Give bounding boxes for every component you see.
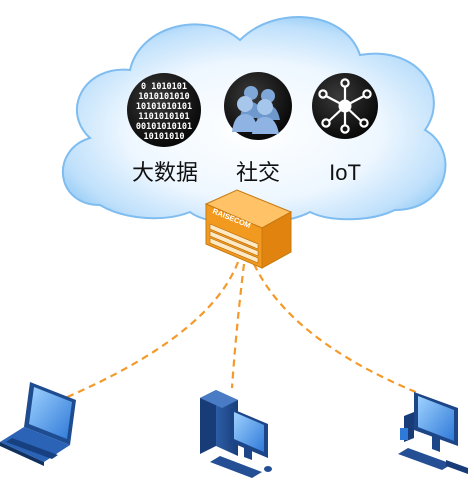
service-label-social: 社交 bbox=[236, 161, 280, 186]
binary-text-line: 00101010101 bbox=[136, 122, 192, 132]
binary-text-line: 1010101010 bbox=[138, 92, 189, 102]
raisecom-switch: RAISECOM bbox=[204, 189, 293, 269]
binary-text-line: 1101010101 bbox=[138, 112, 189, 122]
service-label-iot: IoT bbox=[329, 160, 361, 185]
link-desktop bbox=[230, 263, 246, 389]
binary-data-icon: 0 10101011010101010101010101011101010101… bbox=[127, 73, 201, 147]
link-laptop bbox=[64, 261, 240, 400]
binary-text-line: 10101010101 bbox=[136, 102, 192, 112]
network-links bbox=[64, 261, 419, 400]
desktop-computer-icon bbox=[200, 390, 272, 478]
binary-text-line: 10101010 bbox=[144, 132, 185, 142]
binary-text-line: 0 1010101 bbox=[141, 82, 187, 92]
iot-hub-icon bbox=[312, 73, 378, 139]
service-label-bigdata: 大数据 bbox=[132, 161, 198, 186]
laptop-icon bbox=[0, 382, 76, 466]
social-users-icon bbox=[224, 72, 292, 140]
workstation-icon bbox=[398, 392, 468, 474]
link-workstation bbox=[253, 263, 419, 395]
